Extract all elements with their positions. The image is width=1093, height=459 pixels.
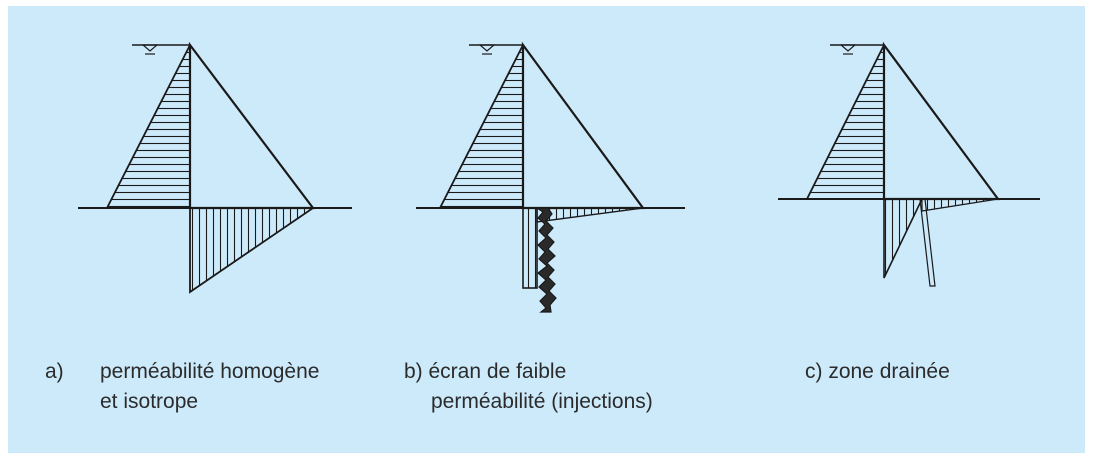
uplift-pressure-triangle-c xyxy=(883,198,924,279)
drain-c xyxy=(919,198,936,287)
caption-a-letter: a) xyxy=(45,360,64,383)
diagram-b xyxy=(416,41,685,313)
caption-a-line-2: et isotrope xyxy=(100,390,199,413)
diagram-a xyxy=(78,41,352,294)
caption-b-line-1: b) écran de faible xyxy=(404,360,567,383)
dam-profile-a xyxy=(188,41,316,210)
hydrostatic-pressure-triangle-c xyxy=(805,44,885,200)
uplift-pressure-tail-c xyxy=(921,198,999,212)
hydrostatic-pressure-triangle-b xyxy=(438,44,524,209)
uplift-pressure-triangle-a xyxy=(189,207,316,294)
water-level-icon-b xyxy=(469,44,523,55)
diagram-c xyxy=(778,41,1040,287)
uplift-pressure-triangle-b xyxy=(536,207,644,223)
caption-a-line-1: perméabilité homogène xyxy=(100,360,320,383)
dam-profile-b xyxy=(521,41,646,210)
caption-c-line-1: c) zone drainée xyxy=(805,360,950,383)
water-level-icon-c xyxy=(830,44,884,55)
water-level-icon-a xyxy=(132,44,190,55)
dam-profile-c xyxy=(882,41,1001,201)
hydrostatic-pressure-triangle-a xyxy=(105,44,191,209)
uplift-pressure-strip-b xyxy=(522,207,538,289)
caption-b-line-2: perméabilité (injections) xyxy=(431,390,653,413)
grout-curtain-b xyxy=(535,207,557,313)
